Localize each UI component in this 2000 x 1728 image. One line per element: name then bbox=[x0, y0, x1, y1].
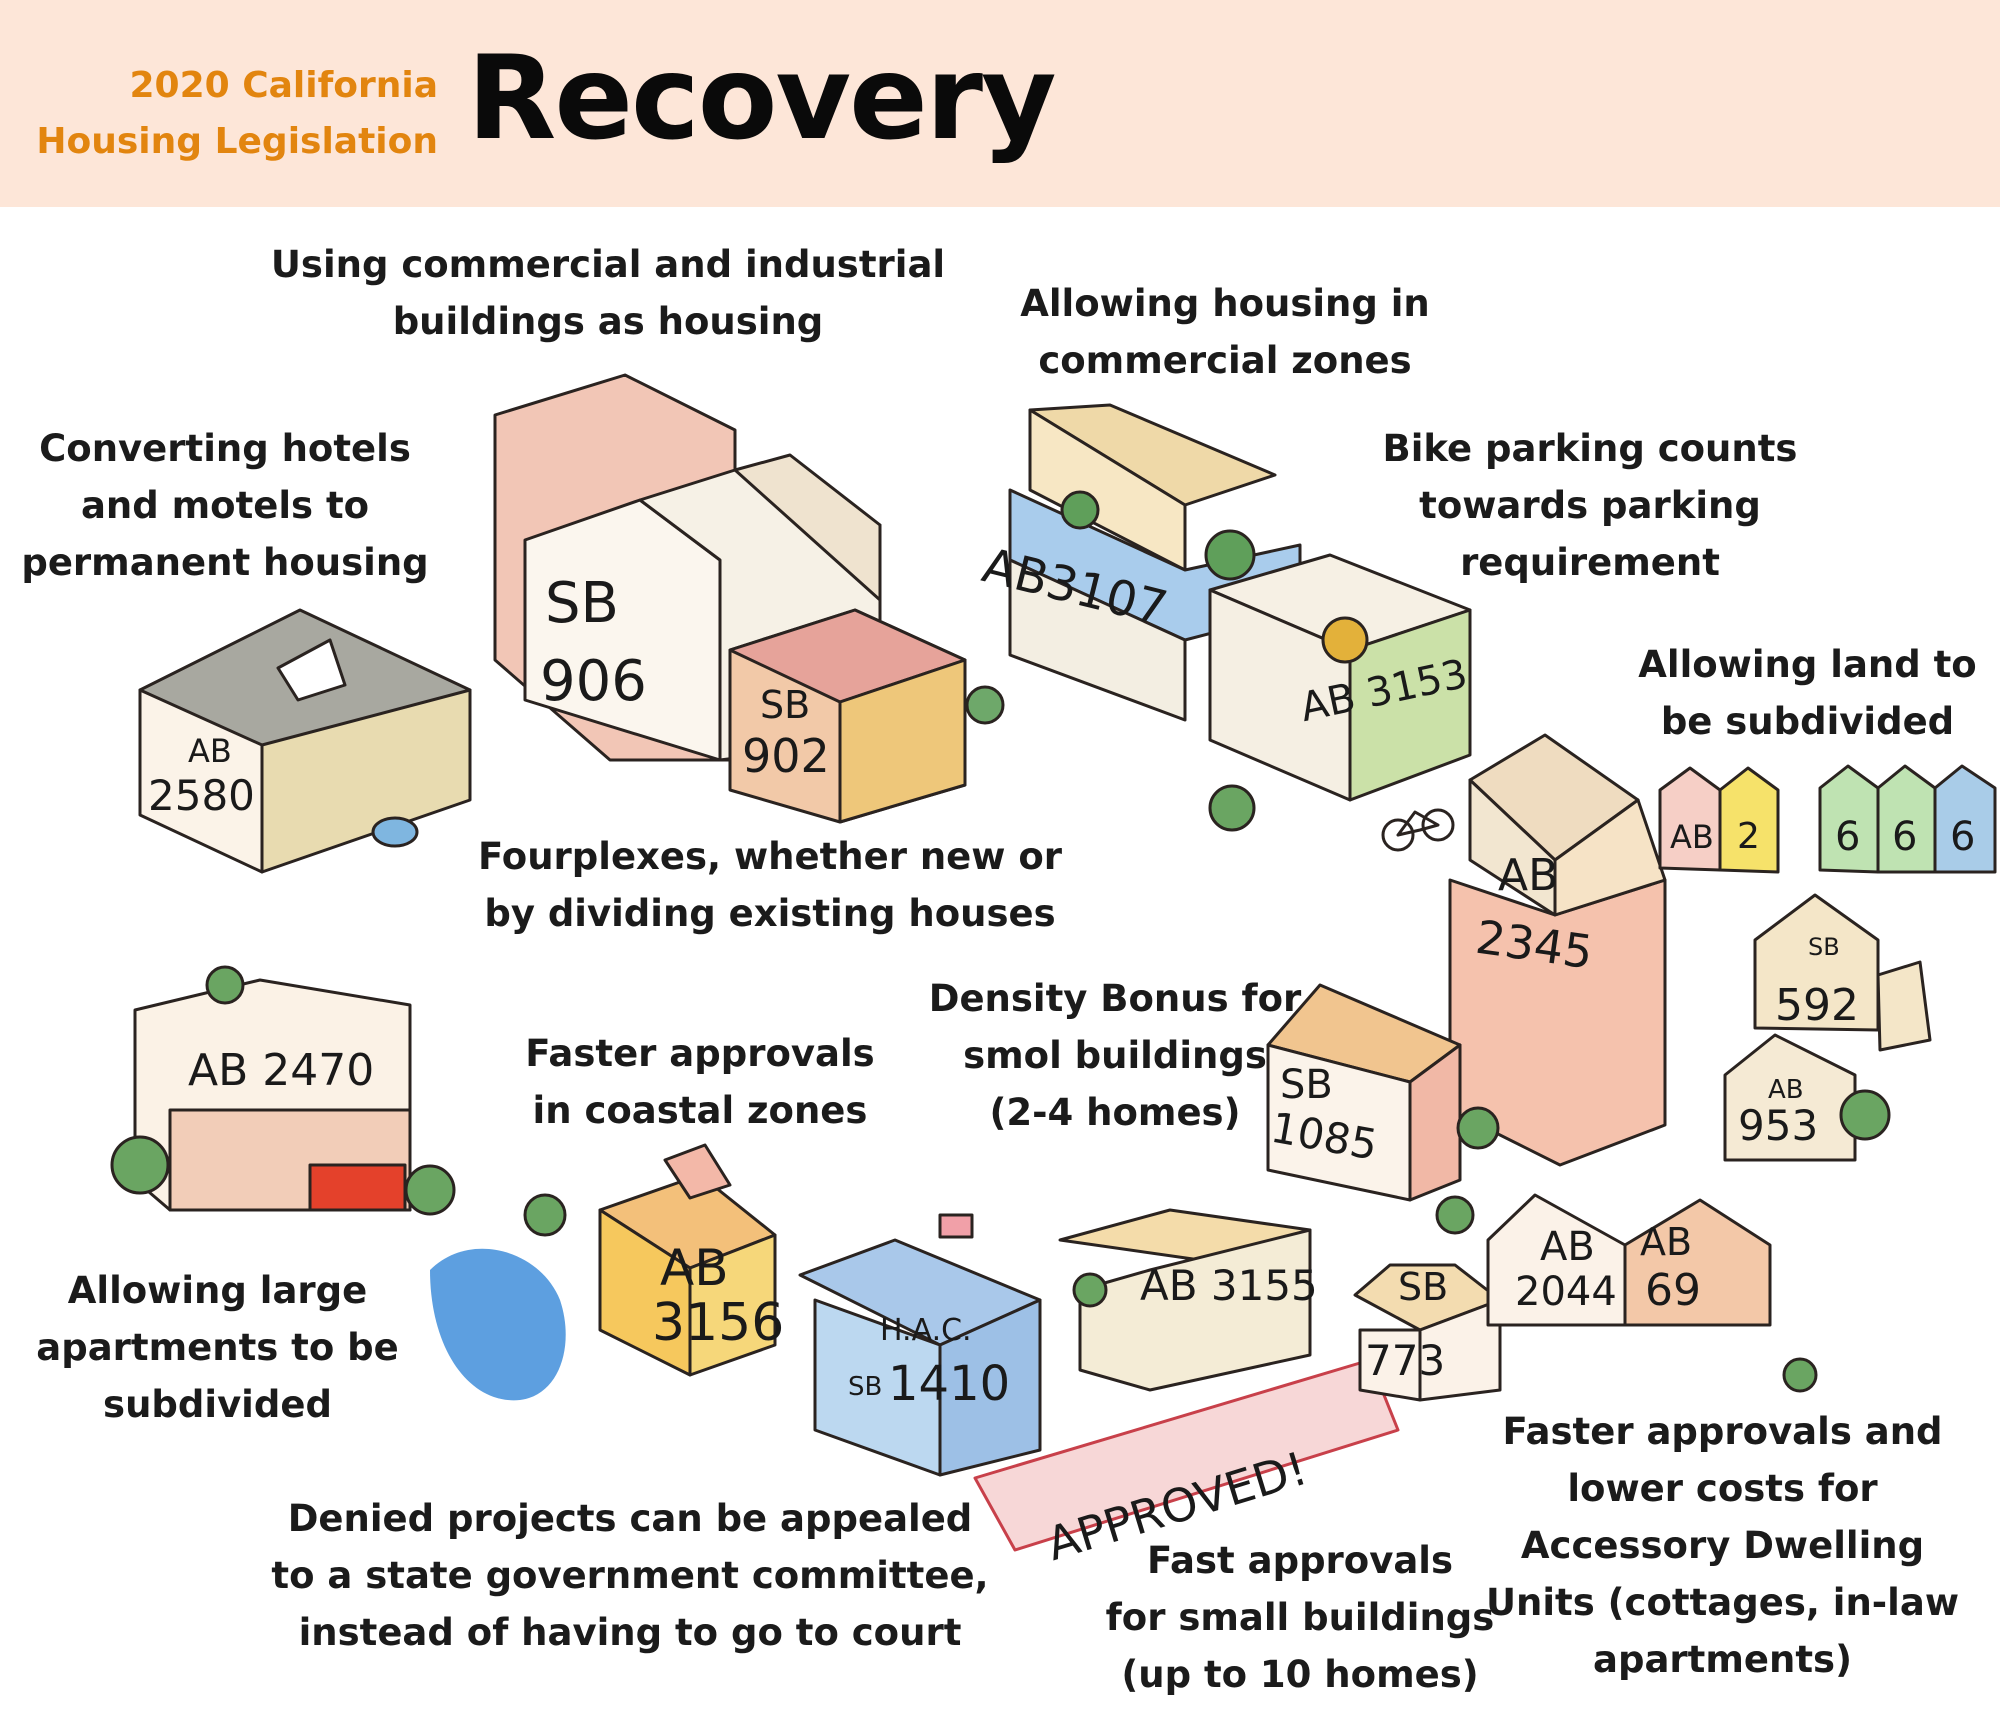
label-ab2044-line1: AB bbox=[1540, 1224, 1595, 1270]
label-ab3156-line1: AB bbox=[660, 1239, 729, 1297]
caption-line: subdivided bbox=[103, 1383, 332, 1426]
caption-line: Fourplexes, whether new or bbox=[478, 835, 1062, 878]
label-sb906-line2: 906 bbox=[540, 649, 647, 714]
label-hac-line2: SB bbox=[848, 1372, 882, 1402]
building-sb773 bbox=[1353, 1263, 1502, 1402]
caption-line: smol buildings bbox=[963, 1034, 1267, 1077]
caption-line: Fast approvals bbox=[1146, 1539, 1454, 1582]
kicker-line-2: Housing Legislation bbox=[36, 121, 438, 162]
building-ab3155 bbox=[1058, 1208, 1312, 1392]
caption-hotels: Converting hotels and motels to permanen… bbox=[20, 420, 430, 591]
caption-line: instead of having to go to court bbox=[298, 1611, 962, 1654]
label-sb902-line1: SB bbox=[760, 683, 810, 727]
caption-line: (2-4 homes) bbox=[989, 1091, 1241, 1134]
caption-line: Density Bonus for bbox=[928, 977, 1302, 1020]
building-sb1085 bbox=[1266, 983, 1500, 1202]
caption-line: apartments) bbox=[1593, 1638, 1852, 1681]
label-sb773-line1: SB bbox=[1398, 1265, 1448, 1309]
building-ab3153 bbox=[1208, 553, 1472, 832]
caption-commercial-zones: Allowing housing in commercial zones bbox=[975, 275, 1475, 389]
building-ab3156 bbox=[598, 1143, 777, 1377]
caption-line: Accessory Dwelling bbox=[1520, 1524, 1925, 1567]
building-sb902 bbox=[728, 608, 1005, 824]
label-ab2470: AB 2470 bbox=[188, 1045, 374, 1096]
label-ab953-line2: 953 bbox=[1738, 1101, 1818, 1150]
caption-line: to a state government committee, bbox=[271, 1554, 989, 1597]
caption-density: Density Bonus for smol buildings (2-4 ho… bbox=[915, 970, 1315, 1141]
caption-line: requirement bbox=[1460, 541, 1720, 584]
caption-line: be subdivided bbox=[1660, 700, 1955, 743]
label-hac-line3: 1410 bbox=[888, 1356, 1010, 1412]
caption-line: by dividing existing houses bbox=[484, 892, 1056, 935]
caption-large-apartments: Allowing large apartments to be subdivid… bbox=[20, 1262, 415, 1433]
bicycle-icon bbox=[1381, 808, 1455, 852]
caption-line: Allowing housing in bbox=[1020, 282, 1430, 325]
building-sb592 bbox=[1753, 893, 1932, 1052]
houses-ab2666 bbox=[1658, 764, 1997, 874]
label-ab2-line5: 6 bbox=[1950, 814, 1975, 860]
building-ab2044 bbox=[1435, 1193, 1818, 1393]
caption-line: permanent housing bbox=[21, 541, 429, 584]
building-ab2345 bbox=[1448, 733, 1667, 1167]
caption-line: Converting hotels bbox=[39, 427, 411, 470]
caption-bike: Bike parking counts towards parking requ… bbox=[1370, 420, 1810, 591]
label-ab69-line2: 69 bbox=[1645, 1265, 1701, 1316]
caption-line: Units (cottages, in-law bbox=[1485, 1581, 1959, 1624]
label-sb902-line2: 902 bbox=[742, 729, 830, 783]
building-ab2580 bbox=[138, 608, 472, 874]
caption-commercial-industrial: Using commercial and industrial building… bbox=[218, 236, 998, 350]
caption-line: and motels to bbox=[80, 484, 370, 527]
label-ab2-line3: 6 bbox=[1835, 814, 1860, 860]
label-ab2580-line2: 2580 bbox=[148, 771, 255, 820]
caption-line: lower costs for bbox=[1567, 1467, 1878, 1510]
approved-stamp bbox=[973, 1358, 1400, 1552]
caption-line: towards parking bbox=[1419, 484, 1761, 527]
page-title: Recovery bbox=[467, 31, 1057, 166]
label-ab2-line4: 6 bbox=[1892, 814, 1917, 860]
caption-line: in coastal zones bbox=[532, 1089, 868, 1132]
label-ab3156-line2: 3156 bbox=[652, 1293, 784, 1353]
label-hac-line1: H.A.C. bbox=[880, 1313, 972, 1348]
label-ab953-line1: AB bbox=[1768, 1075, 1804, 1105]
label-sb592-line2: 592 bbox=[1775, 980, 1859, 1031]
caption-line: Using commercial and industrial bbox=[270, 243, 946, 286]
coastal-water bbox=[430, 1193, 567, 1401]
label-ab2-line2: 2 bbox=[1737, 816, 1760, 857]
building-ab953 bbox=[1723, 1033, 1891, 1162]
caption-line: buildings as housing bbox=[392, 300, 824, 343]
building-ab2470 bbox=[110, 965, 456, 1216]
caption-coastal: Faster approvals in coastal zones bbox=[510, 1025, 890, 1139]
label-ab2345-line1: AB bbox=[1498, 850, 1558, 901]
caption-line: Faster approvals bbox=[525, 1032, 875, 1075]
kicker-line-1: 2020 California bbox=[129, 65, 438, 106]
label-sb1085-line1: SB bbox=[1280, 1062, 1333, 1108]
caption-line: Denied projects can be appealed bbox=[287, 1497, 973, 1540]
caption-land: Allowing land to be subdivided bbox=[1615, 636, 2000, 750]
caption-line: (up to 10 homes) bbox=[1121, 1653, 1479, 1696]
label-sb592-line1: SB bbox=[1808, 933, 1840, 961]
caption-line: Allowing large bbox=[67, 1269, 368, 1312]
caption-line: Allowing land to bbox=[1638, 643, 1977, 686]
caption-line: commercial zones bbox=[1038, 339, 1412, 382]
caption-line: Bike parking counts bbox=[1382, 427, 1798, 470]
caption-line: Faster approvals and bbox=[1502, 1410, 1943, 1453]
header-band bbox=[0, 0, 2000, 207]
caption-denied: Denied projects can be appealed to a sta… bbox=[270, 1490, 990, 1661]
label-sb906-line1: SB bbox=[545, 571, 619, 636]
caption-adu: Faster approvals and lower costs for Acc… bbox=[1485, 1403, 1960, 1688]
label-sb773-line2: 773 bbox=[1365, 1336, 1445, 1385]
caption-line: apartments to be bbox=[36, 1326, 399, 1369]
building-hac bbox=[798, 1213, 1042, 1477]
label-ab2044-line2: 2044 bbox=[1515, 1269, 1617, 1315]
label-ab69-line1: AB bbox=[1640, 1220, 1692, 1264]
caption-line: for small buildings bbox=[1105, 1596, 1495, 1639]
header-kicker: 2020 California Housing Legislation bbox=[36, 58, 438, 170]
caption-fourplexes: Fourplexes, whether new or by dividing e… bbox=[440, 828, 1100, 942]
caption-small-buildings: Fast approvals for small buildings (up t… bbox=[1100, 1532, 1500, 1703]
label-ab3155: AB 3155 bbox=[1140, 1261, 1318, 1310]
label-ab2580-line1: AB bbox=[188, 732, 232, 770]
label-ab2-line1: AB bbox=[1670, 818, 1714, 856]
